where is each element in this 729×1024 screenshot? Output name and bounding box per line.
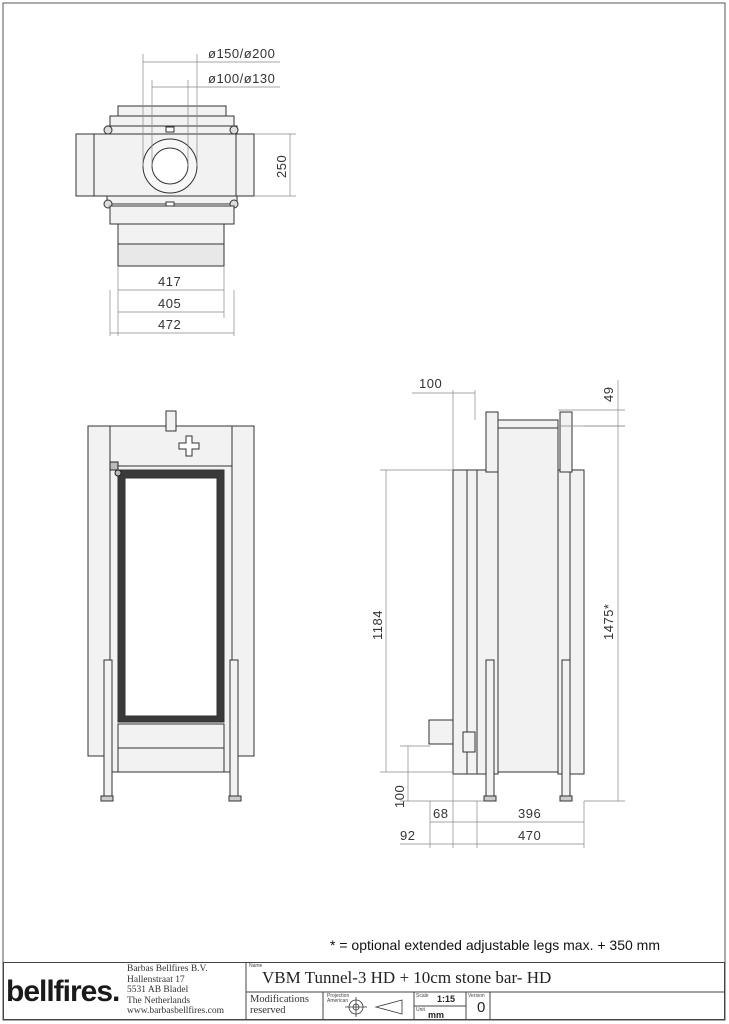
top-view bbox=[75, 105, 255, 267]
side-top-plate bbox=[497, 419, 559, 429]
front-latch bbox=[109, 461, 122, 477]
flue-inner-circle bbox=[151, 147, 189, 185]
front-flue-stub bbox=[165, 410, 177, 432]
front-top-block bbox=[109, 425, 233, 467]
dim-depth-250: 250 bbox=[274, 155, 289, 178]
side-top-collar bbox=[485, 411, 499, 473]
front-right-leg bbox=[229, 659, 239, 797]
scale-label: Scale bbox=[416, 993, 429, 999]
address-line: Barbas Bellfires B.V. bbox=[127, 964, 208, 974]
dim-417: 417 bbox=[158, 274, 181, 289]
version-value: 0 bbox=[477, 999, 486, 1016]
dim-470: 470 bbox=[518, 828, 541, 843]
top-base-block bbox=[117, 223, 225, 245]
dim-92: 92 bbox=[400, 828, 415, 843]
title-block bbox=[3, 962, 725, 1020]
side-front-inner bbox=[466, 469, 478, 775]
side-front-leg bbox=[485, 659, 495, 797]
dim-100-bottom: 100 bbox=[392, 785, 407, 808]
title-block-grid bbox=[245, 962, 725, 1020]
address-line: www.barbasbellfires.com bbox=[127, 1006, 224, 1016]
dim-flue-outer: ø150/ø200 bbox=[208, 46, 275, 61]
address-line: Hallenstraat 17 bbox=[127, 974, 185, 985]
dim-472: 472 bbox=[158, 317, 181, 332]
dim-100-top: 100 bbox=[419, 376, 442, 391]
dim-396: 396 bbox=[518, 806, 541, 821]
projection-type: American bbox=[327, 998, 349, 1004]
side-view-dimension-lines bbox=[380, 380, 625, 848]
top-view-dimension-lines bbox=[109, 54, 296, 336]
address-line: 5531 AB Bladel bbox=[127, 985, 189, 995]
front-left-leg bbox=[103, 659, 113, 797]
unit-label: Unit bbox=[416, 1007, 425, 1013]
dim-flue-inner: ø100/ø130 bbox=[208, 71, 275, 86]
drawing-title: VBM Tunnel-3 HD + 10cm stone bar- HD bbox=[262, 968, 552, 987]
top-collar-upper bbox=[117, 105, 227, 117]
dim-1475: 1475* bbox=[601, 604, 616, 640]
modifications-line: reserved bbox=[250, 1005, 286, 1016]
name-label: Name bbox=[249, 963, 263, 969]
top-stone-bar bbox=[117, 243, 225, 267]
side-inlet-clip bbox=[462, 731, 476, 753]
side-rear-outer bbox=[569, 469, 585, 775]
dim-49: 49 bbox=[601, 387, 616, 402]
side-rear-leg bbox=[561, 659, 571, 797]
version-label: Version bbox=[468, 993, 485, 999]
front-glass bbox=[124, 477, 218, 717]
dim-68: 68 bbox=[433, 806, 448, 821]
top-lower-collar bbox=[109, 205, 235, 225]
unit-value: mm bbox=[428, 1010, 445, 1020]
side-rear-collar bbox=[559, 411, 573, 473]
address-line: The Netherlands bbox=[127, 995, 191, 1006]
company-address: Barbas Bellfires B.V. Hallenstraat 17 55… bbox=[127, 964, 224, 1017]
legs-footnote: * = optional extended adjustable legs ma… bbox=[330, 937, 660, 953]
scale-value: 1:15 bbox=[437, 994, 456, 1004]
side-air-inlet bbox=[428, 719, 454, 745]
modifications-note: Modifications reserved bbox=[250, 994, 309, 1016]
modifications-line: Modifications bbox=[250, 994, 309, 1005]
bellfires-logo: bellfires. bbox=[6, 975, 120, 1008]
projection-symbol-icon bbox=[345, 997, 403, 1017]
top-collar-lower bbox=[109, 115, 235, 127]
dim-1184: 1184 bbox=[370, 610, 385, 640]
front-view bbox=[87, 410, 255, 802]
side-view bbox=[428, 411, 585, 802]
dim-405: 405 bbox=[158, 296, 181, 311]
front-plus-symbol bbox=[178, 435, 200, 457]
side-main-block bbox=[497, 425, 559, 773]
projection-label: Projection bbox=[327, 993, 350, 999]
side-front-panel bbox=[452, 469, 468, 775]
